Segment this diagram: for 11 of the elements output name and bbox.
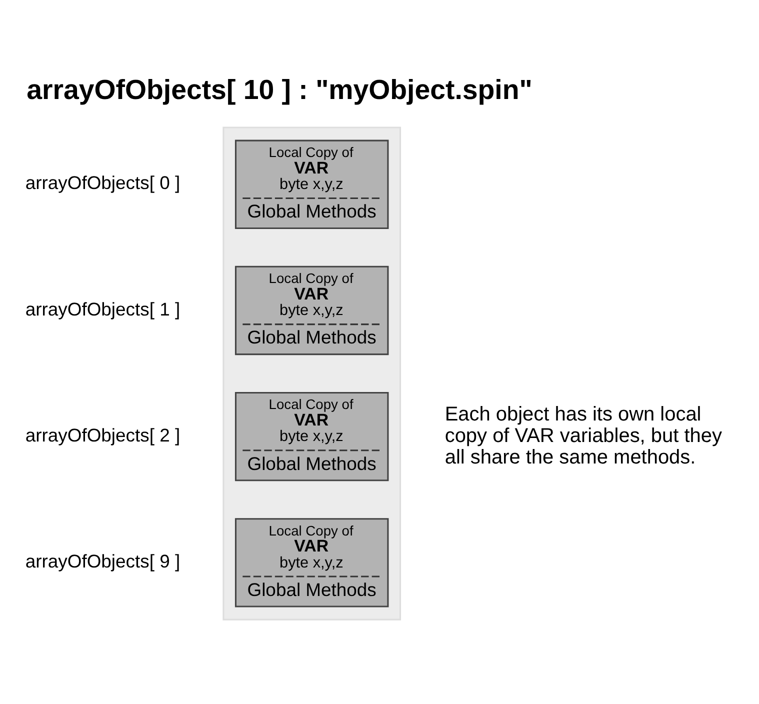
cluster — [222, 126, 402, 620]
diagram-title: arrayOfObjects[ 10 ] : "myObject.spin" — [26, 74, 532, 105]
node-label: arrayOfObjects[ 9 ] — [25, 550, 180, 572]
node-label: arrayOfObjects[ 1 ] — [25, 298, 180, 320]
node-box: Local Copy of VAR byte x,y,z Global Methods — [234, 518, 389, 608]
node-box: Local Copy of VAR byte x,y,z Global Methods — [234, 392, 389, 482]
node-box: Local Copy of VAR byte x,y,z Global Methods — [234, 140, 389, 229]
node-label: arrayOfObjects[ 2 ] — [25, 424, 180, 446]
label: Each object has its own local copy of VAR variables, but they all share the same methods. — [444, 403, 722, 468]
node-box: Local Copy of VAR byte x,y,z Global Methods — [234, 266, 389, 356]
node-label: arrayOfObjects[ 0 ] — [25, 172, 180, 194]
